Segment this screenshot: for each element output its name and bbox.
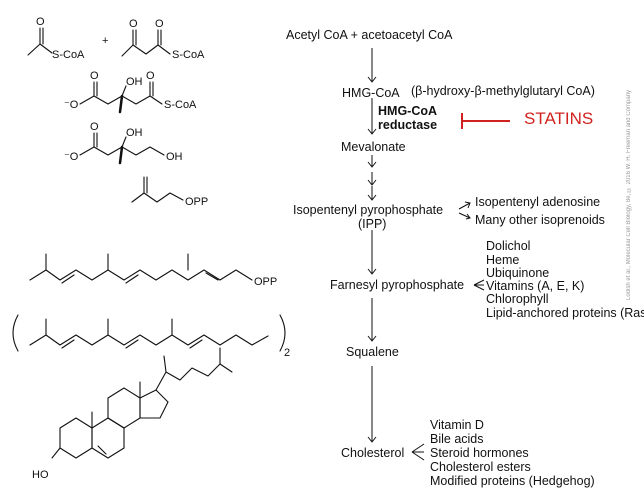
svg-text:OH: OH bbox=[126, 76, 143, 88]
squalene-label: Squalene bbox=[346, 345, 399, 359]
farnesyl-pyrophosphate-structure: OPP bbox=[29, 253, 277, 288]
farnesyl-product: Dolichol bbox=[486, 239, 531, 253]
acetyl-coa-structure: O S-CoA + bbox=[27, 16, 108, 61]
cholesterol-product: Cholesterol esters bbox=[430, 460, 531, 474]
statins-label: STATINS bbox=[524, 109, 594, 128]
svg-text:OH: OH bbox=[126, 127, 143, 139]
svg-text:O: O bbox=[90, 121, 99, 133]
farnesyl-product: Heme bbox=[486, 253, 520, 267]
figure-credit: Lodish et al., Molecular Cell Biology, 8… bbox=[626, 90, 632, 300]
farnesyl-product: Lipid-anchored proteins (Ras) bbox=[486, 306, 644, 320]
cholesterol-product: Modified proteins (Hedgehog) bbox=[430, 474, 595, 488]
svg-text:⁻O: ⁻O bbox=[64, 99, 79, 111]
svg-text:OH: OH bbox=[166, 151, 183, 163]
svg-text:O: O bbox=[36, 16, 45, 28]
cholesterol-product: Steroid hormones bbox=[430, 446, 529, 460]
cholesterol-ring-a bbox=[59, 417, 93, 459]
svg-text:⁻O: ⁻O bbox=[64, 151, 79, 163]
svg-text:O: O bbox=[146, 70, 155, 82]
cholesterol-ring-d bbox=[139, 389, 169, 419]
acetoacetyl-coa-structure: O O S-CoA bbox=[121, 18, 205, 61]
svg-text:HO: HO bbox=[32, 469, 49, 481]
cholesterol-structure: HO bbox=[32, 347, 233, 481]
cholesterol-ring-b bbox=[91, 417, 125, 459]
svg-text:OPP: OPP bbox=[254, 276, 277, 288]
pathway-arrows bbox=[367, 48, 510, 461]
enzyme-label-line2: reductase bbox=[378, 118, 438, 132]
cholesterol-product: Vitamin D bbox=[430, 418, 484, 432]
ipp-label-line1: Isopentenyl pyrophosphate bbox=[293, 203, 444, 217]
svg-text:O: O bbox=[129, 18, 138, 30]
farnesyl-product: Ubiquinone bbox=[486, 266, 550, 280]
hmg-coa-structure: O O OH ⁻O S-CoA bbox=[64, 70, 197, 114]
hmg-coa-label: HMG-CoA bbox=[342, 86, 400, 100]
farnesyl-label: Farnesyl pyrophosphate bbox=[330, 278, 465, 292]
ipp-product: Many other isoprenoids bbox=[475, 213, 605, 227]
cholesterol-product: Bile acids bbox=[430, 432, 484, 446]
ipp-product: Isopentenyl adenosine bbox=[475, 195, 601, 209]
farnesyl-product: Chlorophyll bbox=[486, 292, 549, 306]
farnesyl-product: Vitamins (A, E, K) bbox=[486, 279, 585, 293]
svg-text:O: O bbox=[90, 70, 99, 82]
enzyme-label-line1: HMG-CoA bbox=[378, 104, 438, 118]
svg-text:2: 2 bbox=[284, 347, 290, 359]
svg-text:OPP: OPP bbox=[185, 196, 208, 208]
hmg-coa-full-name: (β-hydroxy-β-methylglutaryl CoA) bbox=[411, 84, 595, 98]
cholesterol-label: Cholesterol bbox=[341, 446, 405, 460]
ipp-label-line2: (IPP) bbox=[358, 217, 387, 231]
ipp-structure: OPP bbox=[131, 176, 208, 208]
cholesterol-ring-c bbox=[107, 387, 141, 429]
acetyl-coa-label: Acetyl CoA + acetoacetyl CoA bbox=[286, 28, 453, 42]
mevalonate-label: Mevalonate bbox=[341, 140, 406, 154]
mevalonate-structure: O OH ⁻O OH bbox=[64, 121, 183, 165]
svg-text:S-CoA: S-CoA bbox=[164, 99, 197, 111]
svg-text:+: + bbox=[102, 35, 108, 47]
squalene-structure: 2 bbox=[12, 314, 290, 359]
svg-text:S-CoA: S-CoA bbox=[52, 49, 85, 61]
svg-text:S-CoA: S-CoA bbox=[172, 49, 205, 61]
svg-text:O: O bbox=[155, 18, 164, 30]
